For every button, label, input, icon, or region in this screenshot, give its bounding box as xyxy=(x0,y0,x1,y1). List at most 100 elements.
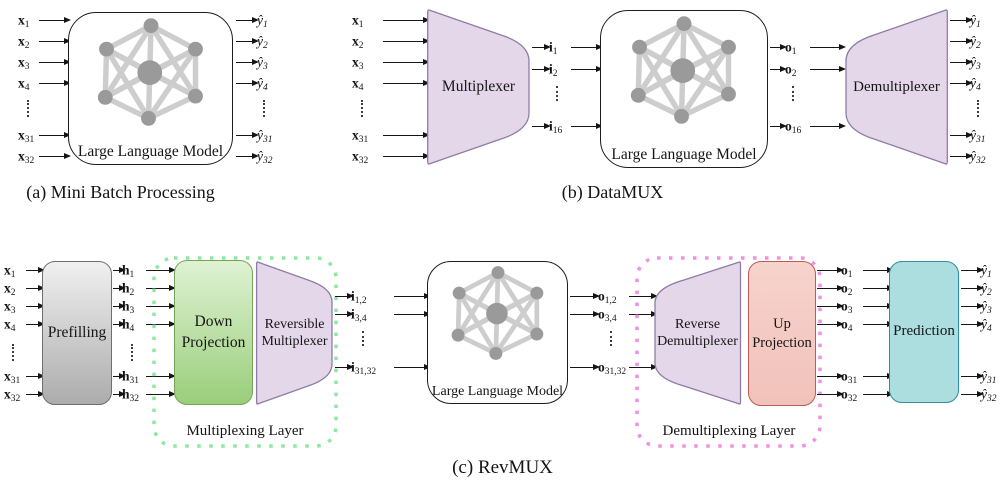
label-x-4: x4 xyxy=(4,316,16,335)
up-projection-block: Up Projection xyxy=(748,261,816,406)
label-i-2: i2 xyxy=(549,61,558,80)
arrow-icon xyxy=(570,310,600,317)
label-i-1-2: i1,2 xyxy=(351,288,367,307)
vertical-dots-icon xyxy=(362,331,364,346)
vertical-dots-icon xyxy=(610,331,612,346)
arrow-icon xyxy=(146,320,176,327)
caption-b: (b) DataMUX xyxy=(561,182,664,202)
label-y-32: ŷ32 xyxy=(981,386,997,405)
label-h-3: h3 xyxy=(122,298,135,317)
label-x-31: x31 xyxy=(352,127,369,146)
label-y-32: ŷ32 xyxy=(970,148,986,167)
label-x-2: x2 xyxy=(18,33,30,52)
llm-label: Large Language Model xyxy=(77,142,224,160)
arrow-icon xyxy=(817,266,844,273)
arrow-icon xyxy=(950,37,973,44)
arrow-icon xyxy=(113,390,126,397)
arrow-icon xyxy=(383,58,430,65)
arrow-icon xyxy=(26,302,45,309)
label-o-3-4: o3,4 xyxy=(598,306,617,325)
arrow-icon xyxy=(113,284,126,291)
multiplexing-layer-label: Multiplexing Layer xyxy=(186,423,304,439)
arrow-icon xyxy=(146,284,176,291)
arrow-icon xyxy=(629,363,658,370)
arrow-icon xyxy=(383,37,430,44)
demultiplexing-layer-label: Demultiplexing Layer xyxy=(662,423,796,439)
arrow-icon xyxy=(571,122,603,129)
label-h-31: h31 xyxy=(122,368,140,387)
arrow-icon xyxy=(394,292,431,299)
label-y-2: ŷ2 xyxy=(257,33,268,52)
llm-label: Large Language Model xyxy=(431,384,564,399)
arrow-icon xyxy=(770,122,787,129)
down-projection-label: Down Projection xyxy=(181,313,246,351)
reversible-multiplexer-trapezoid: Reversible Multiplexer xyxy=(255,261,333,405)
prefilling-block: Prefilling xyxy=(42,261,112,405)
arrow-icon xyxy=(950,58,973,65)
arrow-icon xyxy=(863,302,894,309)
vertical-dots-icon xyxy=(27,100,29,117)
arrow-icon xyxy=(335,363,354,370)
label-x-4: x4 xyxy=(352,75,364,94)
label-o-16: o16 xyxy=(785,118,802,137)
neural-network-icon xyxy=(97,18,203,126)
label-o-4: o4 xyxy=(841,316,853,335)
up-projection-label: Up Projection xyxy=(752,315,812,351)
label-x-32: x32 xyxy=(352,148,369,167)
arrow-icon xyxy=(863,390,894,397)
arrow-icon xyxy=(950,152,973,159)
arrow-icon xyxy=(629,292,658,299)
demultiplexer-label: Demultiplexer xyxy=(853,78,940,95)
arrow-icon xyxy=(817,302,844,309)
label-y-1: ŷ1 xyxy=(257,12,268,31)
label-y-1: ŷ1 xyxy=(970,12,981,31)
label-x-3: x3 xyxy=(18,54,30,73)
arrow-icon xyxy=(113,266,126,273)
demultiplexer-trapezoid: Demultiplexer xyxy=(845,9,948,165)
arrow-icon xyxy=(570,292,600,299)
label-y-2: ŷ2 xyxy=(981,280,992,299)
label-i-1: i1 xyxy=(549,39,558,58)
prefilling-label: Prefilling xyxy=(47,323,107,341)
label-o-31-32: o31,32 xyxy=(598,359,627,378)
label-o-3: o3 xyxy=(841,298,853,317)
label-o-2: o2 xyxy=(841,280,853,299)
label-x-2: x2 xyxy=(352,33,364,52)
arrow-icon xyxy=(810,122,846,129)
arrow-icon xyxy=(146,302,176,309)
arrow-icon xyxy=(961,266,984,273)
arrow-icon xyxy=(532,43,551,50)
arrow-icon xyxy=(961,302,984,309)
llm-box: Large Language Model xyxy=(68,12,233,165)
vertical-dots-icon xyxy=(792,86,794,101)
arrow-icon xyxy=(961,320,984,327)
arrow-icon xyxy=(26,390,45,397)
arrow-icon xyxy=(113,320,126,327)
vertical-dots-icon xyxy=(12,344,14,361)
arrow-icon xyxy=(810,43,846,50)
arrow-icon xyxy=(236,131,259,138)
neural-network-icon xyxy=(451,266,543,360)
arrow-icon xyxy=(950,16,973,23)
label-x-1: x1 xyxy=(352,12,364,31)
label-y-31: ŷ31 xyxy=(257,127,273,146)
label-o-2: o2 xyxy=(785,61,797,80)
label-y-31: ŷ31 xyxy=(970,127,986,146)
arrow-icon xyxy=(817,372,844,379)
arrow-icon xyxy=(863,320,894,327)
caption-c: (c) RevMUX xyxy=(452,457,553,478)
arrow-icon xyxy=(961,284,984,291)
arrow-icon xyxy=(950,131,973,138)
prediction-block: Prediction xyxy=(889,261,959,403)
arrow-icon xyxy=(335,310,354,317)
label-y-3: ŷ3 xyxy=(970,54,981,73)
label-x-1: x1 xyxy=(4,262,16,281)
arrow-icon xyxy=(236,58,259,65)
arrow-icon xyxy=(863,284,894,291)
arrow-icon xyxy=(26,266,45,273)
down-projection-block: Down Projection xyxy=(174,260,253,405)
llm-box: Large Language Model xyxy=(600,10,768,168)
label-i-31-32: i31,32 xyxy=(351,359,377,378)
arrow-icon xyxy=(26,372,45,379)
